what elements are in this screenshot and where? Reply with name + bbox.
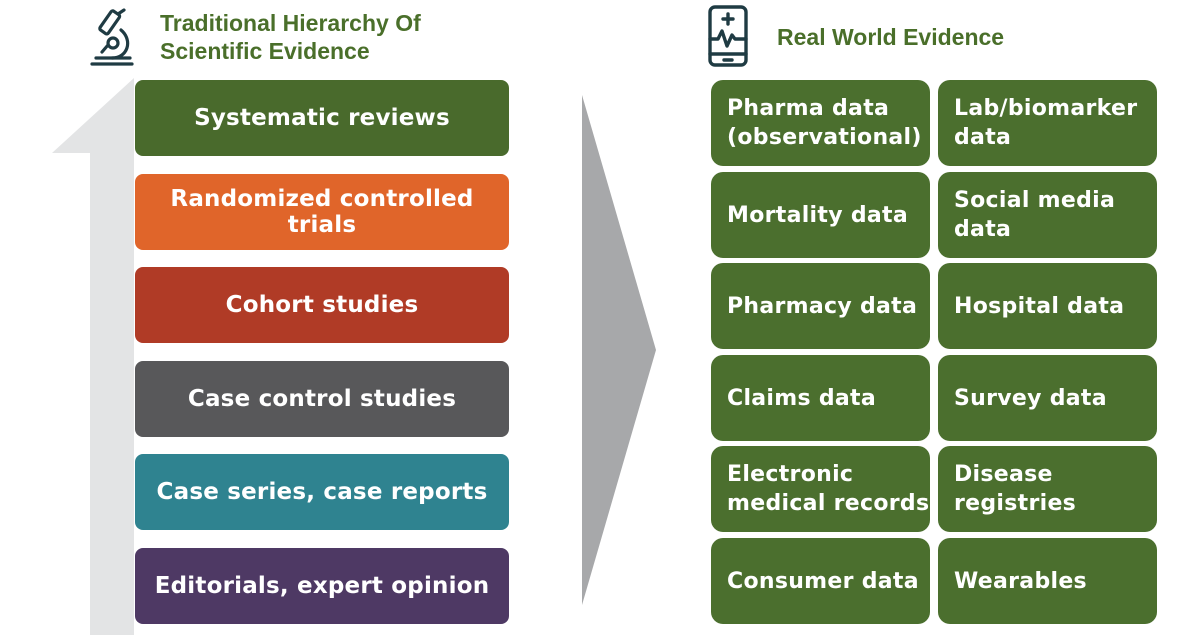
rwe-tile-claims-data: Claims data (711, 355, 930, 441)
rwe-tile-wearables: Wearables (938, 538, 1157, 624)
rwe-tile-social-media-data: Social media data (938, 172, 1157, 258)
tier-systematic-reviews: Systematic reviews (135, 80, 509, 156)
rwe-tile-mortality-data: Mortality data (711, 172, 930, 258)
rwe-tile-pharma-data: Pharma data (observational) (711, 80, 930, 166)
tier-editorials: Editorials, expert opinion (135, 548, 509, 624)
chevron-right-icon (582, 95, 656, 605)
mobile-health-icon (708, 5, 748, 67)
rwe-tile-hospital-data: Hospital data (938, 263, 1157, 349)
up-arrow-icon (52, 78, 134, 635)
rwe-tile-survey-data: Survey data (938, 355, 1157, 441)
rwe-tile-disease-registries: Disease registries (938, 446, 1157, 532)
tier-case-series: Case series, case reports (135, 454, 509, 530)
tier-randomized-controlled-trials: Randomized controlled trials (135, 174, 509, 250)
rwe-tile-pharmacy-data: Pharmacy data (711, 263, 930, 349)
tier-cohort-studies: Cohort studies (135, 267, 509, 343)
microscope-icon (90, 8, 134, 66)
rwe-tile-consumer-data: Consumer data (711, 538, 930, 624)
rwe-heading: Real World Evidence (777, 24, 1005, 50)
hierarchy-heading: Traditional Hierarchy Of Scientific Evid… (160, 10, 421, 64)
tier-case-control-studies: Case control studies (135, 361, 509, 437)
rwe-tile-electronic-medical-records: Electronic medical records (711, 446, 930, 532)
rwe-tile-lab-biomarker-data: Lab/biomarker data (938, 80, 1157, 166)
